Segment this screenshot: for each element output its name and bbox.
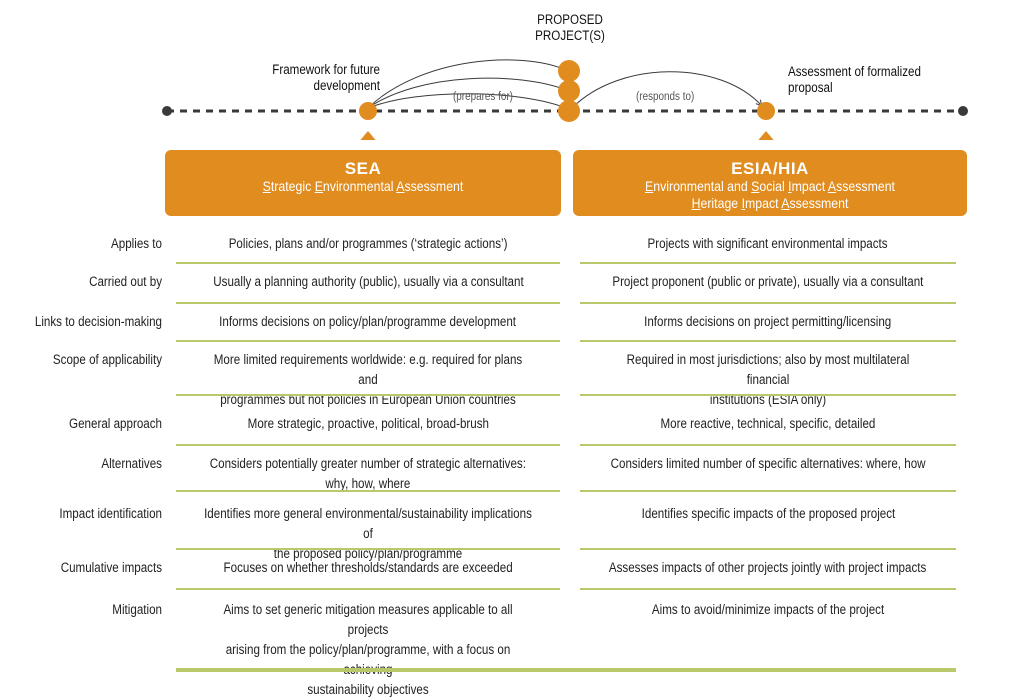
row-label: Scope of applicability	[52, 352, 162, 367]
row-separator	[580, 588, 956, 590]
row-label: Impact identification	[59, 506, 162, 521]
row-separator	[580, 548, 956, 550]
assessment-node	[757, 102, 775, 120]
esia-header: ESIA/HIA Environmental and Social Impact…	[573, 150, 967, 216]
sea-cell: More limited requirements worldwide: e.g…	[213, 352, 523, 407]
arc-to-project-3	[367, 93, 566, 108]
esia-cell: Assesses impacts of other projects joint…	[609, 560, 927, 575]
sea-cell: Informs decisions on policy/plan/program…	[219, 314, 517, 329]
esia-cell: Considers limited number of specific alt…	[610, 456, 926, 471]
esia-cell: Projects with significant environmental …	[647, 236, 889, 251]
row-label: Mitigation	[112, 602, 162, 617]
sea-cell: More strategic, proactive, political, br…	[247, 416, 489, 431]
esia-title: ESIA/HIA	[731, 159, 809, 178]
row-separator	[580, 340, 956, 342]
timeline-diagram	[162, 59, 968, 140]
esia-cell: Project proponent (public or private), u…	[612, 274, 924, 289]
proposed-projects-label: PROPOSED PROJECT(S)	[535, 12, 605, 43]
project-node-3	[558, 100, 580, 122]
esia-cell: Informs decisions on project permitting/…	[644, 314, 892, 329]
sea-header: SEA Strategic Environmental Assessment	[165, 150, 561, 216]
sea-cell: Aims to set generic mitigation measures …	[223, 602, 513, 697]
row-separator	[580, 490, 956, 492]
framework-label: Framework for future development	[272, 62, 380, 93]
sea-cell: Considers potentially greater number of …	[209, 456, 527, 491]
row-label: Cumulative impacts	[60, 560, 162, 575]
row-separator	[176, 302, 560, 304]
row-separator	[176, 340, 560, 342]
row-separator	[580, 394, 956, 396]
row-label: Carried out by	[89, 274, 162, 289]
esia-subtitle-line2: Heritage Impact Assessment	[691, 195, 849, 211]
project-node-1	[558, 60, 580, 82]
sea-pointer	[360, 131, 376, 140]
row-separator	[580, 444, 956, 446]
prepares-for-label: (prepares for)	[453, 91, 513, 103]
row-label: Applies to	[111, 236, 162, 251]
sea-cell: Identifies more general environmental/su…	[204, 506, 532, 561]
row-separator	[176, 394, 560, 396]
row-separator	[176, 262, 560, 264]
esia-cell: More reactive, technical, specific, deta…	[660, 416, 876, 431]
row-separator	[176, 444, 560, 446]
esia-subtitle-line1: Environmental and Social Impact Assessme…	[644, 178, 895, 194]
table-bottom-bar	[176, 668, 956, 672]
framework-node	[359, 102, 377, 120]
esia-cell: Identifies specific impacts of the propo…	[641, 506, 895, 521]
arc-to-project-1	[367, 59, 566, 109]
row-label: General approach	[69, 416, 162, 431]
esia-pointer	[758, 131, 774, 140]
row-separator	[176, 490, 560, 492]
arc-responds	[571, 71, 762, 109]
sea-cell: Focuses on whether thresholds/standards …	[223, 560, 513, 575]
row-label: Links to decision-making	[34, 314, 162, 329]
timeline-end-dot	[958, 106, 968, 116]
row-label: Alternatives	[101, 456, 162, 471]
assessment-label: Assessment of formalized proposal	[788, 64, 921, 95]
timeline-start-dot	[162, 106, 172, 116]
arc-to-project-2	[367, 77, 566, 109]
sea-cell: Usually a planning authority (public), u…	[212, 274, 524, 289]
responds-to-label: (responds to)	[636, 91, 695, 103]
sea-title: SEA	[344, 159, 382, 178]
row-separator	[176, 588, 560, 590]
sea-subtitle: Strategic Environmental Assessment	[262, 178, 464, 194]
row-separator	[580, 302, 956, 304]
row-separator	[176, 548, 560, 550]
esia-cell: Required in most jurisdictions; also by …	[626, 352, 910, 407]
esia-cell: Aims to avoid/minimize impacts of the pr…	[651, 602, 885, 617]
sea-cell: Policies, plans and/or programmes (‘stra…	[228, 236, 508, 251]
project-node-2	[558, 80, 580, 102]
row-separator	[580, 262, 956, 264]
